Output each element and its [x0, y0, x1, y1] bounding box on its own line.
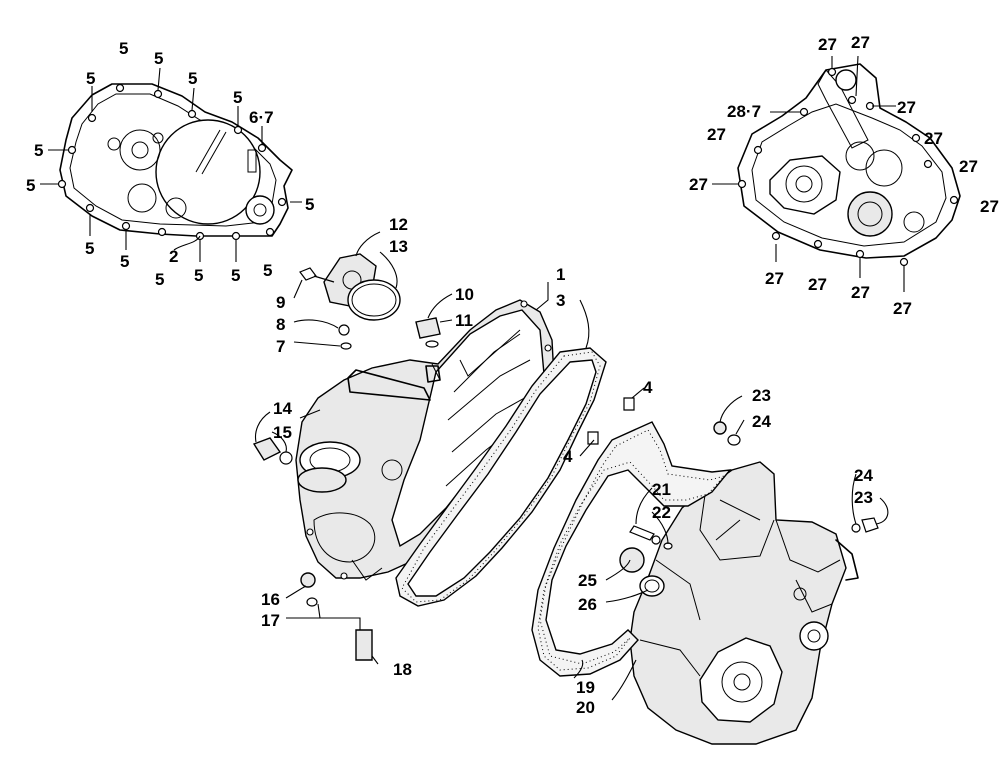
label-1: 1	[556, 265, 565, 284]
label-5: 5	[188, 69, 197, 88]
label-25: 25	[578, 571, 597, 590]
label-17: 17	[261, 611, 280, 630]
label-5: 5	[305, 195, 314, 214]
label-27: 27	[959, 157, 978, 176]
label-19: 19	[576, 678, 595, 697]
label-27: 27	[818, 35, 837, 54]
label-15: 15	[273, 423, 292, 442]
label-5: 5	[194, 266, 203, 285]
o-ring-13	[347, 279, 401, 321]
label-5: 5	[231, 266, 240, 285]
label-5: 5	[86, 69, 95, 88]
label-6-7: 6·7	[249, 108, 274, 127]
label-27: 27	[851, 283, 870, 302]
label-5: 5	[26, 176, 35, 195]
label-24: 24	[752, 412, 771, 431]
leader-lines	[254, 231, 889, 679]
label-20: 20	[576, 698, 595, 717]
label-4: 4	[563, 447, 573, 466]
label-27: 27	[707, 125, 726, 144]
label-5: 5	[233, 88, 242, 107]
label-27: 27	[689, 175, 708, 194]
label-24: 24	[854, 466, 873, 485]
label-5: 5	[85, 239, 94, 258]
label-13: 13	[389, 237, 408, 256]
crankcase-half	[611, 461, 859, 745]
label-18: 18	[393, 660, 412, 679]
label-27: 27	[851, 33, 870, 52]
label-5: 5	[154, 49, 163, 68]
label-9: 9	[276, 293, 285, 312]
crankcase-gasket	[395, 299, 607, 607]
label-28-7: 28·7	[727, 102, 761, 121]
label-23: 23	[854, 488, 873, 507]
label-27: 27	[893, 299, 912, 318]
label-2: 2	[169, 247, 178, 266]
label-23: 23	[752, 386, 771, 405]
label-27: 27	[924, 129, 943, 148]
crankcase-cover	[295, 282, 555, 581]
label-27: 27	[980, 197, 999, 216]
label-22: 22	[652, 503, 671, 522]
clutch-cover	[40, 67, 302, 262]
label-21: 21	[652, 480, 671, 499]
label-27: 27	[765, 269, 784, 288]
label-10: 10	[455, 285, 474, 304]
label-8: 8	[276, 315, 285, 334]
label-12: 12	[389, 215, 408, 234]
label-5: 5	[263, 261, 272, 280]
label-5: 5	[155, 270, 164, 289]
label-16: 16	[261, 590, 280, 609]
label-5: 5	[120, 252, 129, 271]
label-11: 11	[455, 311, 473, 330]
label-4: 4	[643, 378, 653, 397]
crankcase-half-gasket	[531, 421, 732, 677]
drive-cover	[712, 55, 961, 292]
label-7: 7	[276, 337, 285, 356]
label-26: 26	[578, 595, 597, 614]
label-14: 14	[273, 399, 292, 418]
label-5: 5	[34, 141, 43, 160]
label-3: 3	[556, 291, 565, 310]
small-parts	[252, 253, 879, 661]
label-27: 27	[897, 98, 916, 117]
part-labels: 5 5 5 5 5 6·7 5 5 5 5 5 2 5 5 5 5 12 13 …	[26, 33, 999, 717]
label-27: 27	[808, 275, 827, 294]
label-5: 5	[119, 39, 128, 58]
